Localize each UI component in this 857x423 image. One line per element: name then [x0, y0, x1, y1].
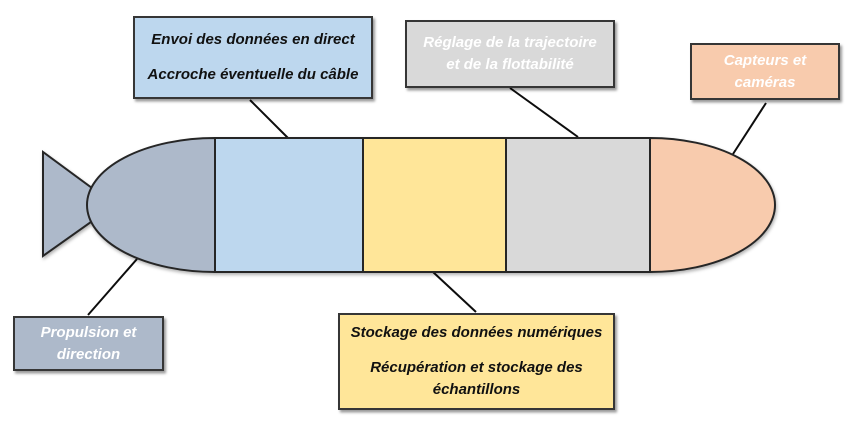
label-box-communication: Envoi des données en direct Accroche éve… [133, 16, 373, 99]
propulsion-hull-section [86, 136, 216, 274]
label-line: Récupération et stockage des [370, 359, 583, 376]
label-line: Capteurs et [723, 51, 807, 69]
trim-hull-section [505, 137, 651, 273]
label-line: échantillons [432, 381, 521, 398]
label-line: direction [56, 345, 121, 363]
label-text-propulsion: Propulsion et direction [41, 322, 137, 366]
label-text-sensors: Capteurs et caméras [724, 50, 807, 94]
label-box-propulsion: Propulsion et direction [13, 316, 164, 371]
connector-communication [249, 99, 289, 139]
label-text-trim: Réglage de la trajectoire et de la flott… [423, 32, 596, 76]
label-line: et de la flottabilité [446, 56, 574, 73]
label-line: Propulsion et [40, 323, 137, 341]
sensors-nose-section [649, 136, 776, 274]
communication-hull-section [214, 137, 364, 273]
label-line: caméras [734, 73, 796, 91]
label-line: Stockage des données numériques [350, 324, 603, 341]
connector-lines [87, 87, 767, 316]
label-box-trim: Réglage de la trajectoire et de la flott… [405, 20, 615, 88]
submarine-hull [42, 136, 776, 274]
tail-fin-shape [42, 150, 117, 258]
storage-hull-section [362, 137, 507, 273]
label-line: Envoi des données en direct [151, 31, 355, 48]
connector-sensors [732, 102, 767, 155]
label-line: Réglage de la trajectoire [423, 34, 597, 51]
label-text-storage: Stockage des données numériques Récupéra… [351, 322, 603, 401]
connector-propulsion [87, 258, 138, 316]
label-text-communication: Envoi des données en direct Accroche éve… [148, 29, 359, 86]
connector-storage [432, 271, 477, 313]
label-line: Accroche éventuelle du câble [147, 66, 359, 83]
connector-trim [509, 87, 579, 138]
label-box-sensors: Capteurs et caméras [690, 43, 840, 100]
label-box-storage: Stockage des données numériques Récupéra… [338, 313, 615, 410]
